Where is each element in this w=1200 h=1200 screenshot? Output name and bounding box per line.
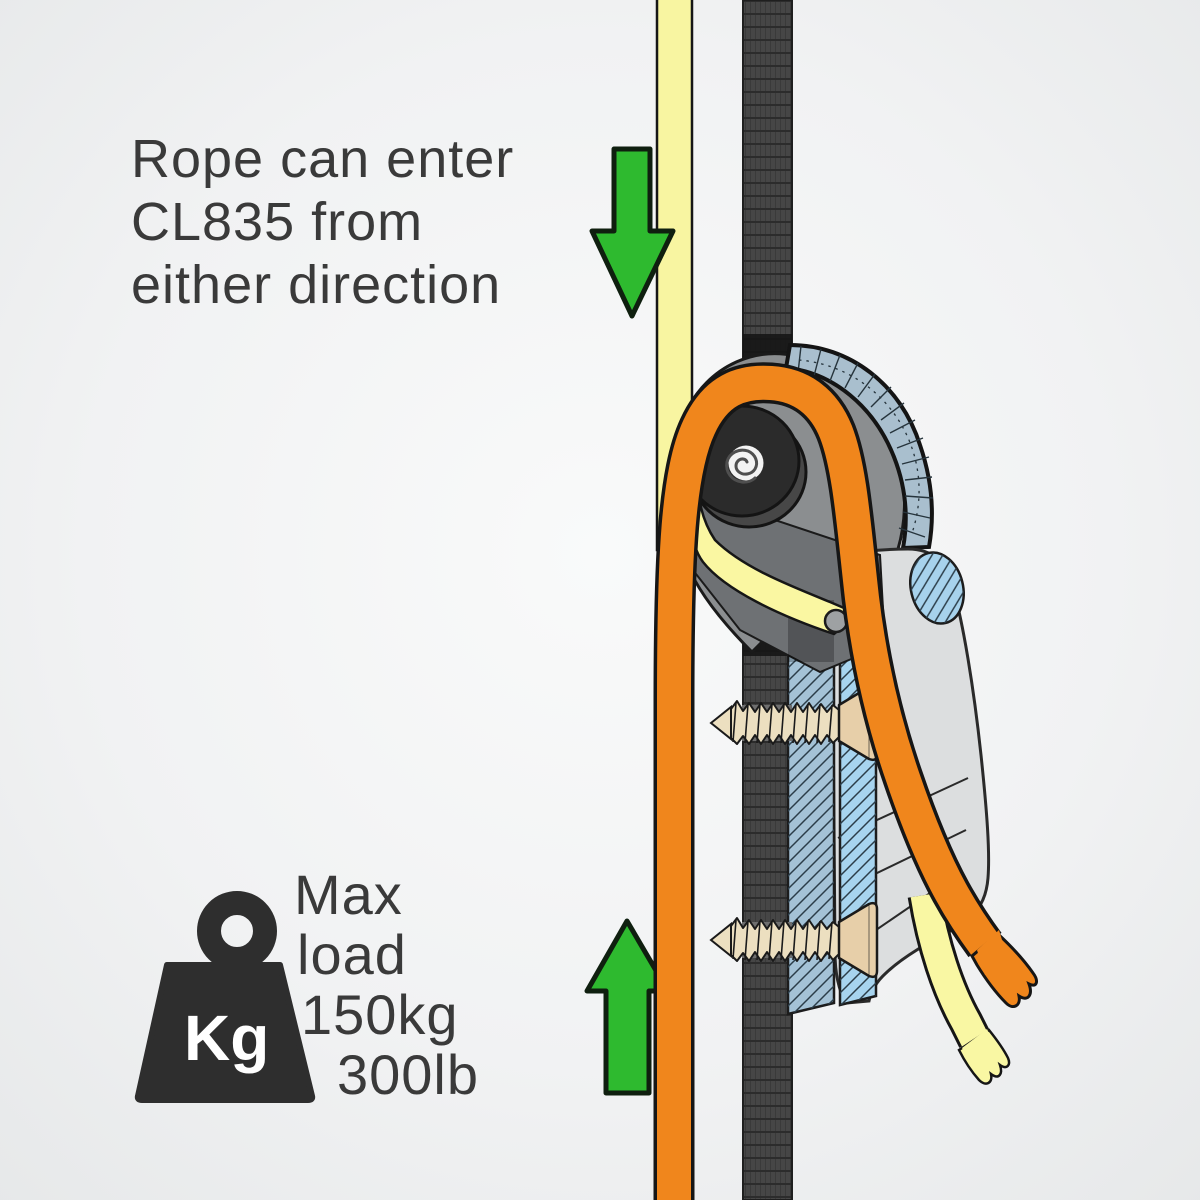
max-load-line-2: load <box>297 923 407 986</box>
max-load-line-3: 150kg <box>301 983 459 1046</box>
housing-crescent-section <box>783 342 934 551</box>
crescent-midline <box>798 359 920 534</box>
max-load-label: Max load 150kg 300lb <box>294 863 479 1106</box>
annotation-text: Rope can enter CL835 from either directi… <box>131 129 514 315</box>
weight-ring <box>197 891 277 971</box>
orange-rope <box>653 362 1038 1200</box>
weight-icon: Kg <box>134 891 316 1103</box>
yellow-tail-seam <box>962 1029 993 1061</box>
orange-tail-seam <box>977 930 1008 975</box>
weight-body <box>134 962 316 1103</box>
annotation-line-2: CL835 from <box>131 192 423 252</box>
down-arrow-icon <box>589 146 676 319</box>
cam-hole-hatch <box>910 552 964 624</box>
annotation-line-1: Rope can enter <box>131 129 514 189</box>
annotation-line-3: either direction <box>131 255 501 315</box>
spiral-hub-icon <box>725 448 759 484</box>
max-load-line-1: Max <box>294 863 403 926</box>
yellow-rope-tail <box>907 892 1011 1085</box>
max-load-line-4: 300lb <box>337 1043 479 1106</box>
weight-kg-label: Kg <box>184 1002 269 1074</box>
